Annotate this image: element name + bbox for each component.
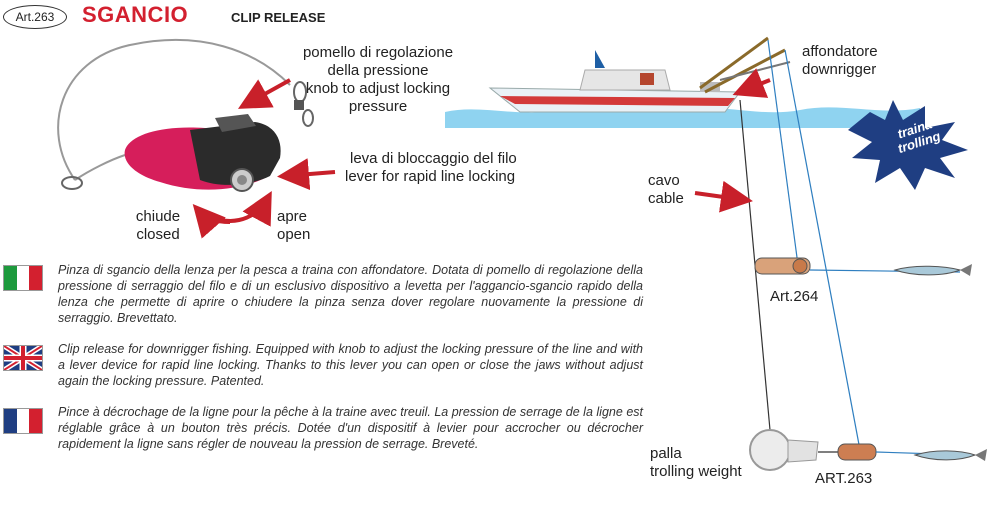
description-english: Clip release for downrigger fishing. Equ… bbox=[58, 342, 643, 388]
cable-label: cavo cable bbox=[648, 172, 684, 207]
clip-release-device bbox=[124, 114, 281, 192]
wire-loop bbox=[57, 38, 291, 181]
trolling-weight bbox=[749, 429, 987, 471]
description-french: Pince à décrochage de la ligne pour la p… bbox=[58, 405, 643, 451]
weight-label: palla trolling weight bbox=[650, 445, 742, 480]
article-badge: Art.263 bbox=[3, 5, 67, 29]
lever-arrow bbox=[277, 158, 336, 191]
open-close-arrow bbox=[203, 190, 272, 227]
description-italian: Pinza di sgancio della lenza per la pesc… bbox=[58, 263, 643, 325]
art263-label: ART.263 bbox=[815, 470, 873, 487]
downrigger-arrow bbox=[732, 68, 771, 98]
lever-label: leva di bloccaggio del filo lever for ra… bbox=[345, 150, 517, 185]
knob-label: pomello di regolazione della pressione k… bbox=[302, 44, 454, 115]
france-flag-icon bbox=[3, 408, 43, 434]
water-surface bbox=[445, 107, 920, 128]
product-title: SGANCIO bbox=[82, 2, 189, 27]
closed-label: chiude closed bbox=[135, 208, 181, 243]
uk-flag-icon bbox=[3, 345, 43, 371]
open-label: apre open bbox=[277, 208, 311, 243]
product-subtitle: CLIP RELEASE bbox=[231, 10, 326, 25]
trolling-badge-burst bbox=[848, 100, 968, 190]
swivel-left bbox=[61, 176, 83, 190]
italy-flag-icon bbox=[3, 265, 43, 291]
knob-arrow bbox=[238, 78, 291, 109]
cable-arrow bbox=[694, 180, 753, 213]
art264-label: Art.264 bbox=[770, 288, 819, 305]
boat bbox=[488, 50, 741, 113]
art264-clip bbox=[754, 257, 972, 276]
downrigger-label: affondatore downrigger bbox=[802, 43, 878, 78]
